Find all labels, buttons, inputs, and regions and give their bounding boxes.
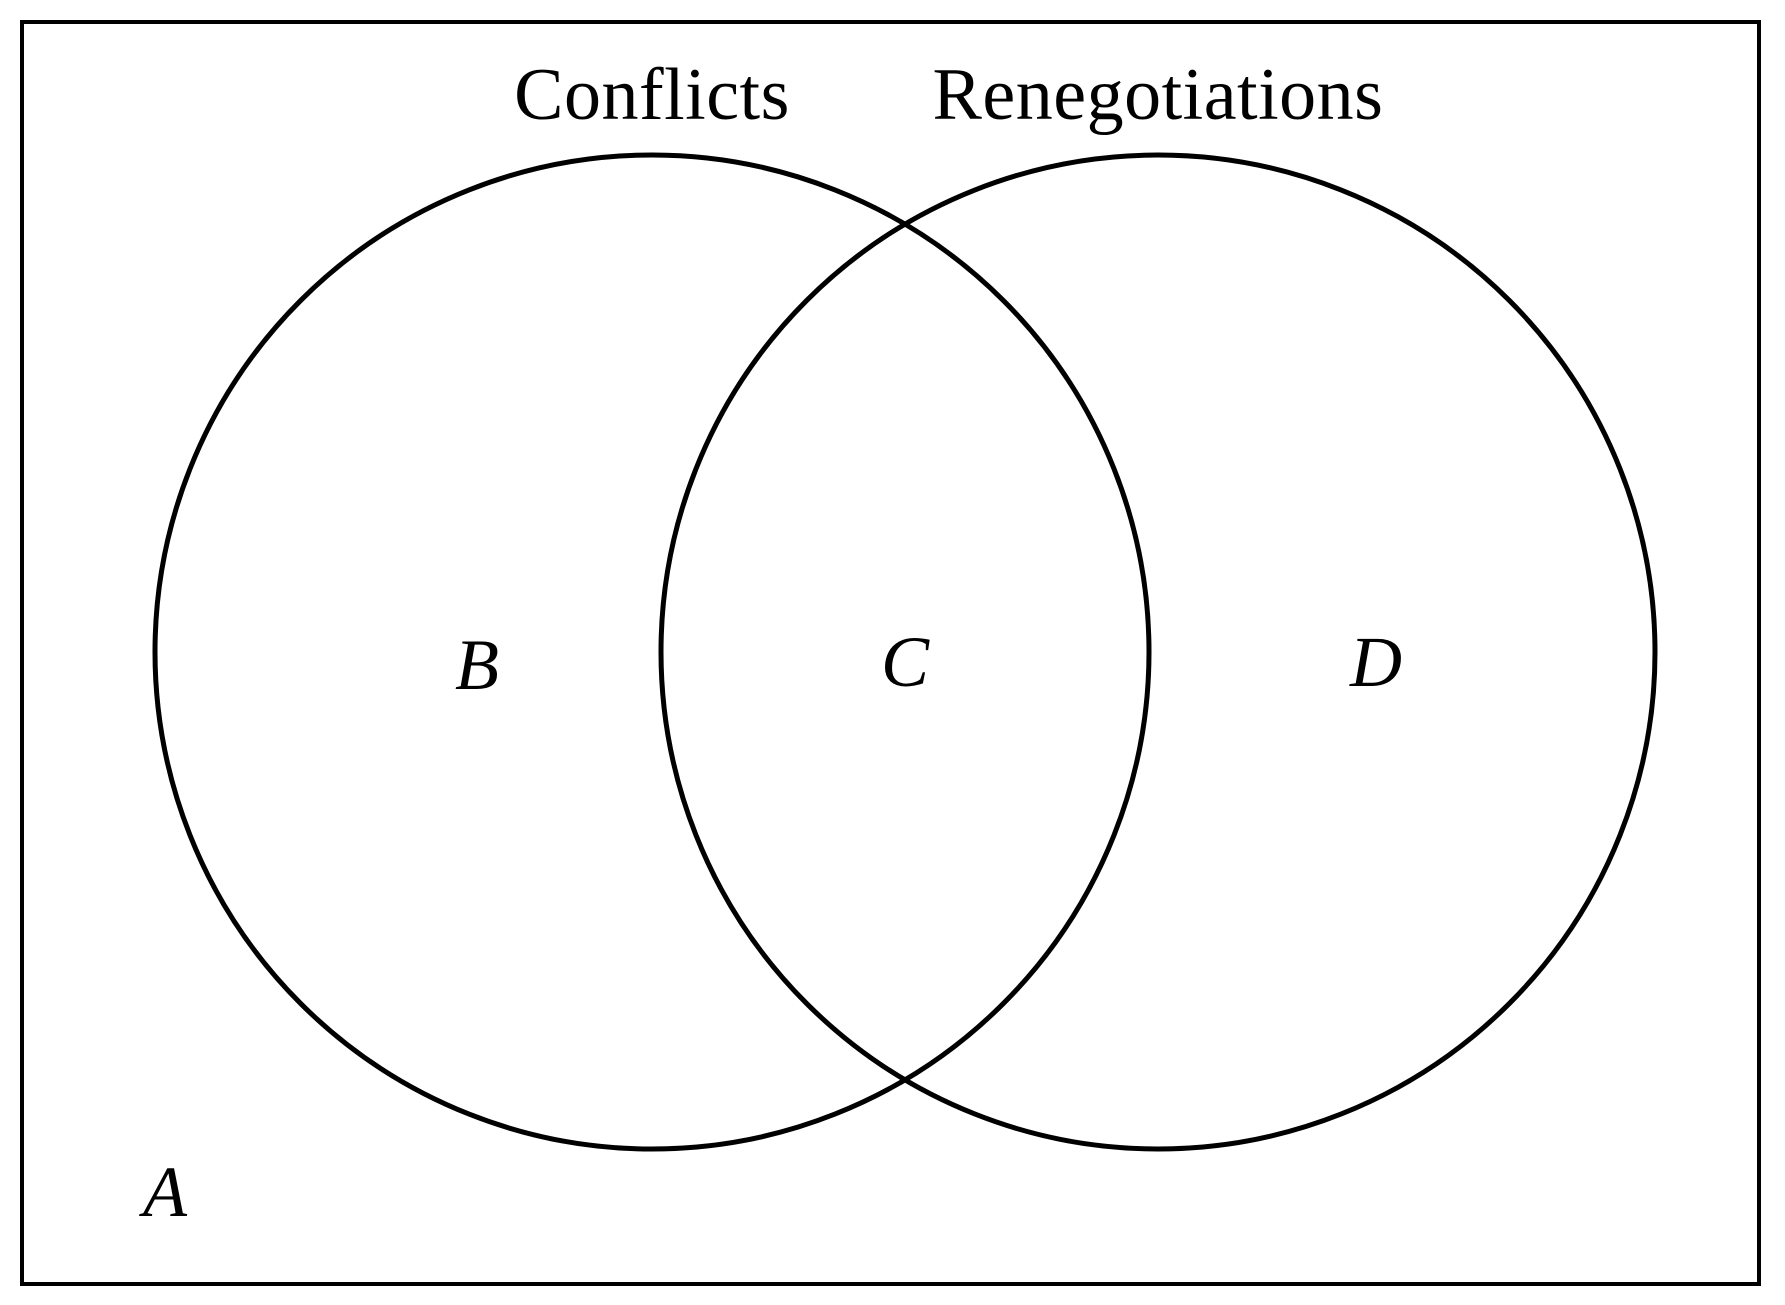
- region-label-c: C: [880, 622, 930, 702]
- circle-conflicts: [152, 152, 1152, 1152]
- circle-renegotiations: [658, 152, 1658, 1152]
- set-title-renegotiations: Renegotiations: [932, 54, 1384, 136]
- region-label-d: D: [1350, 622, 1402, 702]
- set-title-conflicts: Conflicts: [514, 54, 790, 136]
- region-label-a: A: [143, 1152, 187, 1232]
- region-label-b: B: [455, 625, 499, 705]
- universe-frame: [20, 20, 1761, 1286]
